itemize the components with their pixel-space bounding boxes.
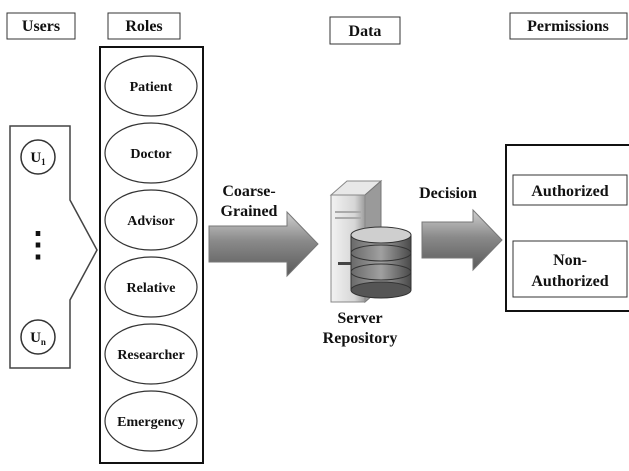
role-item-advisor: Advisor	[104, 189, 198, 251]
role-label: Emergency	[117, 415, 185, 430]
user-last-node: Un	[20, 319, 56, 355]
server-label-line1: Server	[337, 310, 382, 327]
header-permissions-label: Permissions	[527, 18, 609, 35]
role-ellipse	[104, 256, 198, 318]
coarse-grained-label-line2: Grained	[221, 203, 278, 220]
header-roles: Roles	[107, 12, 181, 40]
permission-non-authorized-line1: Non-	[553, 252, 587, 269]
header-users-label: Users	[22, 18, 60, 35]
role-ellipse	[104, 122, 198, 184]
roles-list: PatientDoctorAdvisorRelativeResearcherEm…	[104, 55, 198, 452]
role-ellipse	[104, 390, 198, 452]
svg-text:Un: Un	[30, 330, 46, 347]
header-permissions: Permissions	[509, 12, 628, 40]
header-data: Data	[329, 16, 401, 45]
user-last-subscript: n	[41, 337, 46, 347]
role-item-researcher: Researcher	[104, 323, 198, 385]
svg-text:U1: U1	[30, 150, 46, 167]
role-ellipse	[104, 55, 198, 117]
decision-label: Decision	[419, 185, 477, 202]
role-item-patient: Patient	[104, 55, 198, 117]
role-item-doctor: Doctor	[104, 122, 198, 184]
role-item-relative: Relative	[104, 256, 198, 318]
coarse-grained-label-line1: Coarse-	[222, 183, 275, 200]
users-bracket	[9, 125, 98, 369]
header-roles-label: Roles	[125, 18, 162, 35]
permission-authorized-label: Authorized	[531, 183, 608, 200]
role-label: Doctor	[130, 147, 171, 162]
database-icon	[350, 226, 412, 299]
decision-arrow	[421, 208, 503, 272]
permission-non-authorized-line2: Authorized	[531, 273, 608, 290]
permission-non-authorized: Non- Authorized	[512, 240, 628, 298]
user-last-label: U	[30, 330, 41, 346]
role-item-emergency: Emergency	[104, 390, 198, 452]
role-label: Advisor	[127, 214, 174, 229]
permission-authorized: Authorized	[512, 174, 628, 206]
user-first-subscript: 1	[41, 157, 46, 167]
role-label: Relative	[127, 281, 176, 296]
user-first-node: U1	[20, 139, 56, 175]
role-label: Patient	[130, 80, 173, 95]
header-users: Users	[6, 12, 76, 40]
user-first-label: U	[30, 150, 41, 166]
users-ellipsis: ⋮	[21, 227, 55, 264]
role-ellipse	[104, 189, 198, 251]
coarse-grained-arrow	[208, 210, 319, 278]
role-ellipse	[104, 323, 198, 385]
role-label: Researcher	[117, 348, 184, 363]
header-data-label: Data	[349, 23, 382, 40]
server-label-line2: Repository	[323, 330, 398, 347]
